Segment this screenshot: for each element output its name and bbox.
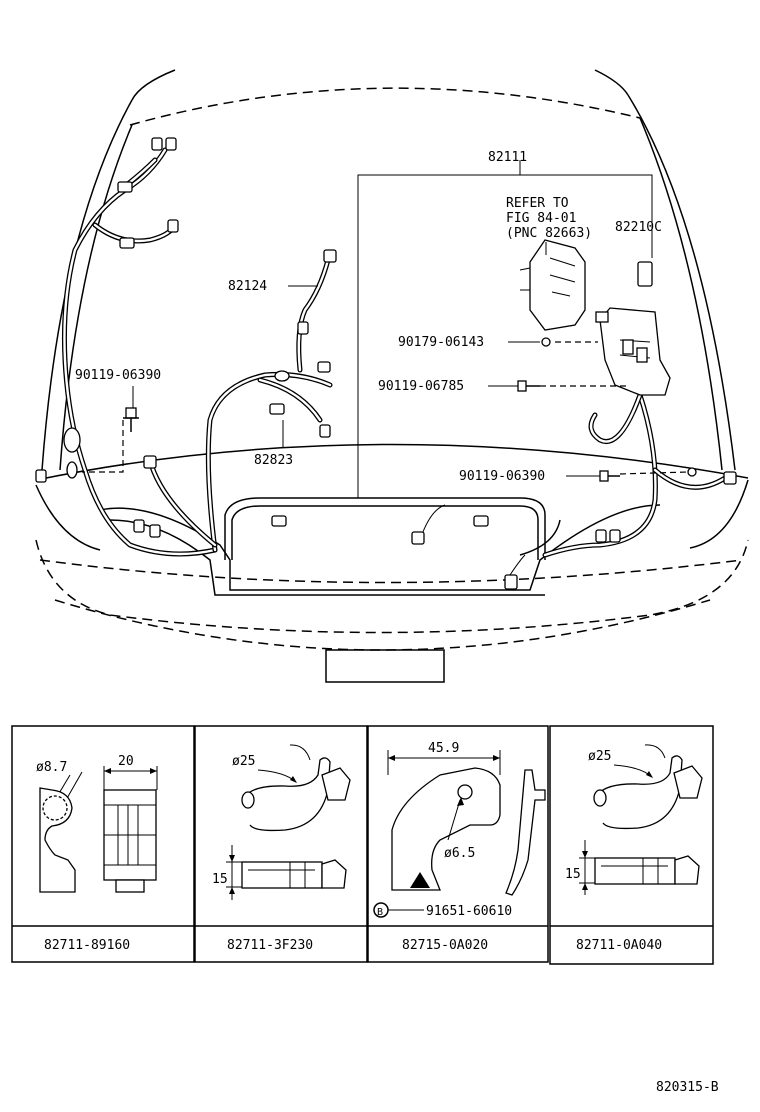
callout-labels: 82111 REFER TO FIG 84-01 (PNC 82663) 822… — [75, 150, 662, 484]
panel1-part-number: 82711-89160 — [44, 938, 130, 953]
junction-block-assembly — [519, 239, 671, 396]
label-bolt-right: 90119-06390 — [459, 469, 545, 484]
panel2-part-number: 82711-3F230 — [227, 938, 313, 953]
vehicle-body-outline — [35, 69, 749, 683]
panel3-part-number: 82715-0A020 — [402, 938, 488, 953]
bolts — [123, 380, 620, 482]
label-refer-line3: (PNC 82663) — [506, 226, 592, 241]
panel1-dim-width: 20 — [118, 754, 134, 769]
label-82823: 82823 — [254, 453, 293, 468]
panel1-dim-diameter: ø8.7 — [36, 760, 67, 775]
label-82210c: 82210C — [615, 220, 662, 235]
panel2-dim-diameter: ø25 — [232, 754, 255, 769]
bolt-left-icon — [123, 407, 139, 432]
detail-panel-4: ø25 15 82711-0A040 — [565, 744, 703, 953]
panel3-dim-hole: ø6.5 — [444, 846, 475, 861]
panel3-dim-width: 45.9 — [428, 741, 459, 756]
detail-panels-grid — [11, 725, 714, 965]
bolt-right-icon — [599, 470, 620, 482]
radiator-support — [99, 497, 661, 596]
label-82111: 82111 — [488, 150, 527, 165]
label-refer-line2: FIG 84-01 — [506, 211, 576, 226]
panel2-dim-height: 15 — [212, 872, 228, 887]
engine-room-harness-82111 — [61, 147, 728, 576]
panel4-part-number: 82711-0A040 — [576, 938, 662, 953]
label-nut: 90179-06143 — [398, 335, 484, 350]
panel3-bolt-symbol: B — [377, 907, 383, 918]
label-82124: 82124 — [228, 279, 267, 294]
panel4-dim-diameter: ø25 — [588, 749, 611, 764]
label-refer-line1: REFER TO — [506, 196, 569, 211]
detail-panel-1: ø8.7 20 82711-89160 — [36, 754, 158, 953]
panel3-bolt-part-number: 91651-60610 — [426, 904, 512, 919]
leader-lines — [82, 160, 689, 498]
bolt-mid-icon — [517, 380, 540, 392]
label-bolt-left: 90119-06390 — [75, 368, 161, 383]
detail-panel-2: ø25 15 82711-3F230 — [212, 744, 351, 953]
panel4-dim-height: 15 — [565, 867, 581, 882]
harness-connectors — [35, 137, 737, 590]
detail-panel-3: 45.9 ø6.5 B 91651-60610 82715-0A020 — [373, 741, 546, 953]
figure-code: 820315-B — [656, 1080, 719, 1095]
label-bolt-mid: 90119-06785 — [378, 379, 464, 394]
